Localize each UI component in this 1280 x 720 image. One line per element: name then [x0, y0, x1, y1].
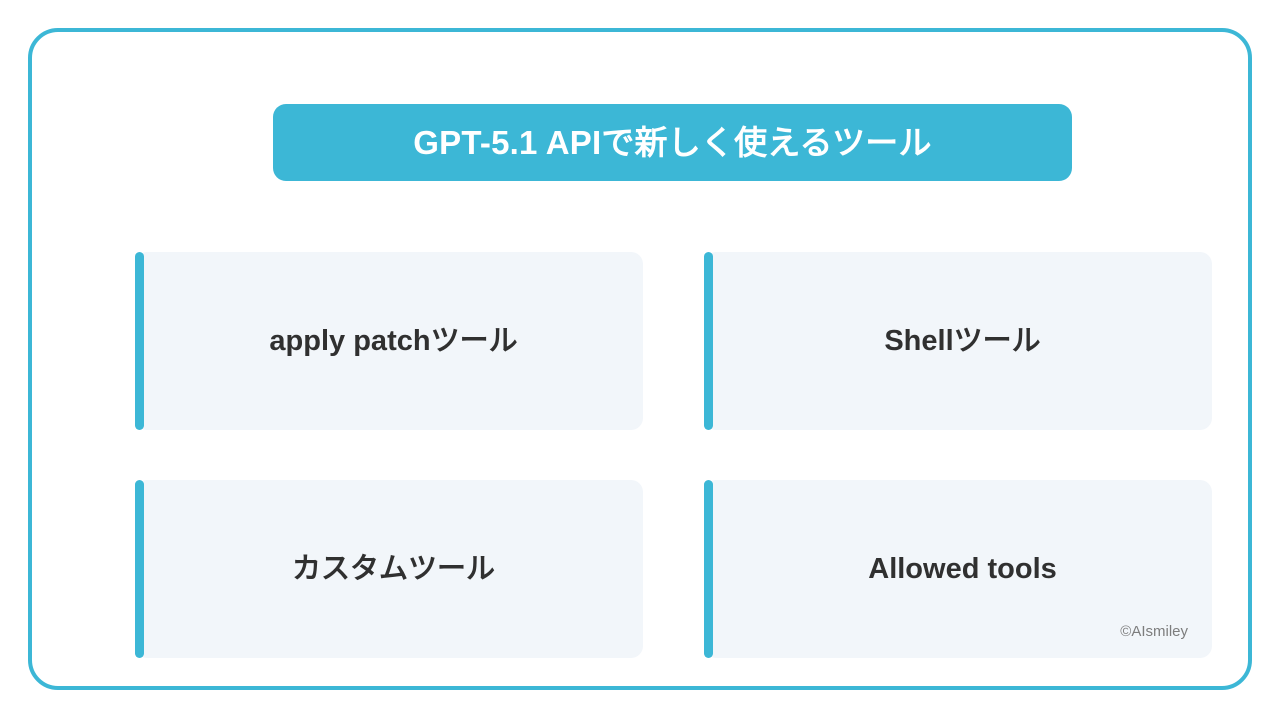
- card-accent-bar-icon: [704, 252, 713, 430]
- card-accent-bar-icon: [135, 480, 144, 658]
- tool-card-apply-patch[interactable]: apply patchツール: [135, 252, 643, 430]
- copyright-credit: ©AIsmiley: [1120, 623, 1188, 640]
- tool-card-label: apply patchツール: [269, 324, 518, 357]
- tool-card-shell[interactable]: Shellツール: [704, 252, 1212, 430]
- page-title: GPT-5.1 APIで新しく使えるツール: [413, 124, 932, 161]
- tool-card-label: カスタムツール: [291, 552, 495, 585]
- card-accent-bar-icon: [135, 252, 144, 430]
- slide-frame-border: GPT-5.1 APIで新しく使えるツール apply patchツール She…: [28, 28, 1252, 690]
- tool-card-allowed-tools[interactable]: Allowed tools: [704, 480, 1212, 658]
- card-accent-bar-icon: [704, 480, 713, 658]
- tool-card-grid: apply patchツール Shellツール カスタムツール Allowed …: [135, 252, 1212, 658]
- tool-card-label: Allowed tools: [868, 552, 1057, 585]
- tool-card-custom-tool[interactable]: カスタムツール: [135, 480, 643, 658]
- tool-card-label: Shellツール: [884, 324, 1041, 357]
- title-banner: GPT-5.1 APIで新しく使えるツール: [273, 104, 1072, 181]
